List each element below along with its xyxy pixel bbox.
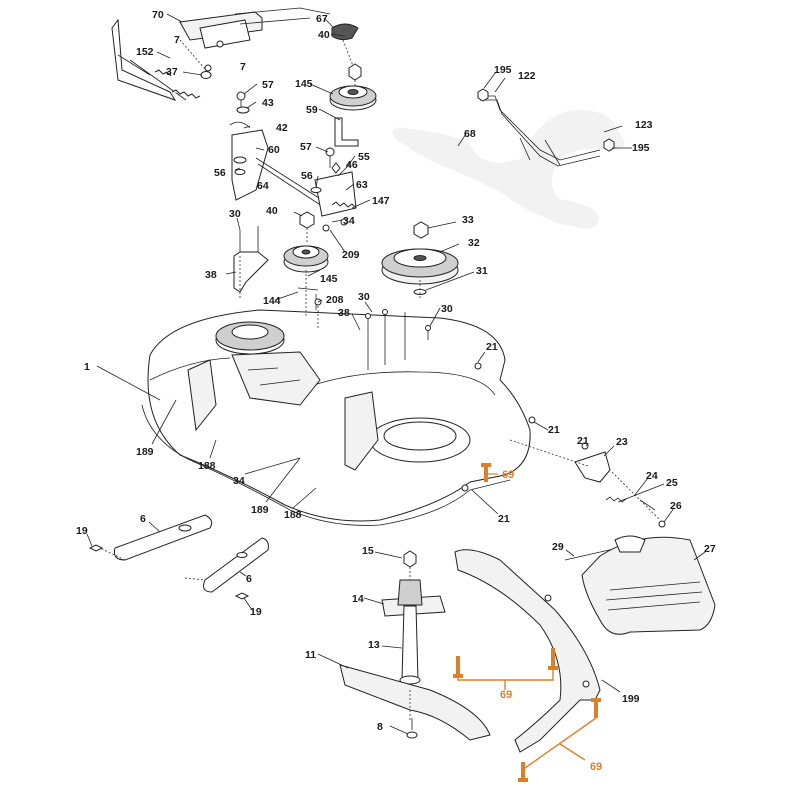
drive-belt-assembly bbox=[389, 88, 628, 232]
label-19-right: 19 bbox=[250, 606, 262, 618]
spindle-blade-assembly bbox=[339, 550, 491, 741]
label-199: 199 bbox=[622, 693, 640, 705]
label-59: 59 bbox=[306, 104, 318, 116]
label-19-left: 19 bbox=[76, 525, 88, 537]
label-152: 152 bbox=[136, 46, 154, 58]
label-23: 23 bbox=[616, 436, 628, 448]
deck-pulleys bbox=[233, 211, 459, 310]
label-8: 8 bbox=[377, 721, 383, 733]
label-56-left: 56 bbox=[214, 167, 226, 179]
label-14: 14 bbox=[352, 593, 364, 605]
label-69-deck: 69 bbox=[502, 469, 514, 481]
label-60: 60 bbox=[268, 144, 280, 156]
label-38-mid: 38 bbox=[338, 307, 350, 319]
label-6-right: 6 bbox=[246, 573, 252, 585]
label-38-left: 38 bbox=[205, 269, 217, 281]
highlighted-bolts bbox=[453, 463, 601, 782]
label-11: 11 bbox=[305, 649, 316, 661]
label-21-side: 21 bbox=[577, 435, 589, 447]
mower-deck-housing bbox=[141, 309, 531, 526]
alignment-lines bbox=[99, 39, 661, 720]
label-147: 147 bbox=[372, 195, 390, 207]
label-29: 29 bbox=[552, 541, 564, 553]
label-189-left: 189 bbox=[136, 446, 154, 458]
part-labels: 70 67 7 152 7 37 40 57 43 42 60 56 64 14… bbox=[76, 9, 716, 773]
label-34-low: 34 bbox=[233, 475, 245, 487]
lift-linkage-assembly bbox=[111, 7, 359, 101]
label-70: 70 bbox=[152, 9, 164, 21]
label-145-mid: 145 bbox=[320, 273, 338, 285]
label-145-top: 145 bbox=[295, 78, 313, 90]
label-13: 13 bbox=[368, 639, 380, 651]
label-69-guard: 69 bbox=[500, 689, 512, 701]
label-21-low: 21 bbox=[498, 513, 510, 525]
label-21-right: 21 bbox=[548, 424, 560, 436]
label-25: 25 bbox=[666, 477, 678, 489]
label-57-top: 57 bbox=[262, 79, 274, 91]
label-189-low: 189 bbox=[251, 504, 269, 516]
label-56-mid: 56 bbox=[301, 170, 313, 182]
label-55: 55 bbox=[358, 151, 370, 163]
label-30-right: 30 bbox=[441, 303, 453, 315]
label-188-left: 188 bbox=[198, 460, 216, 472]
label-42: 42 bbox=[276, 122, 288, 134]
label-31: 31 bbox=[476, 265, 488, 277]
label-34-top: 34 bbox=[343, 215, 355, 227]
label-40-mid: 40 bbox=[266, 205, 278, 217]
label-69-bottom: 69 bbox=[590, 761, 602, 773]
label-7-mid: 7 bbox=[240, 61, 246, 73]
label-63: 63 bbox=[356, 179, 368, 191]
label-208: 208 bbox=[326, 294, 344, 306]
label-1: 1 bbox=[84, 361, 90, 373]
label-24: 24 bbox=[646, 470, 658, 482]
label-68: 68 bbox=[464, 128, 476, 140]
label-21-top: 21 bbox=[486, 341, 498, 353]
label-64: 64 bbox=[257, 180, 269, 192]
label-144: 144 bbox=[263, 295, 281, 307]
label-43: 43 bbox=[262, 97, 274, 109]
label-37: 37 bbox=[166, 66, 178, 78]
label-195-top: 195 bbox=[494, 64, 512, 76]
label-57-mid: 57 bbox=[300, 141, 312, 153]
label-209: 209 bbox=[342, 249, 360, 261]
label-27: 27 bbox=[704, 543, 716, 555]
label-15: 15 bbox=[362, 545, 374, 557]
label-40-top: 40 bbox=[318, 29, 330, 41]
label-195-right: 195 bbox=[632, 142, 650, 154]
idler-pulley-assembly bbox=[229, 63, 377, 211]
label-30-mid: 30 bbox=[358, 291, 370, 303]
discharge-chute-assembly bbox=[564, 442, 716, 635]
label-26: 26 bbox=[670, 500, 682, 512]
chute-guard bbox=[454, 549, 601, 753]
label-188-low: 188 bbox=[284, 509, 302, 521]
label-7-top: 7 bbox=[174, 34, 180, 46]
deck-bolts bbox=[314, 298, 536, 492]
label-33: 33 bbox=[462, 214, 474, 226]
idler-bracket-assembly bbox=[310, 162, 357, 232]
label-67: 67 bbox=[316, 13, 328, 25]
label-123: 123 bbox=[635, 119, 653, 131]
deck-hanger-arms bbox=[88, 514, 269, 600]
leader-lines bbox=[86, 13, 706, 735]
label-32: 32 bbox=[468, 237, 480, 249]
label-122: 122 bbox=[518, 70, 536, 82]
label-30-left: 30 bbox=[229, 208, 241, 220]
label-6-left: 6 bbox=[140, 513, 146, 525]
label-46: 46 bbox=[346, 159, 358, 171]
